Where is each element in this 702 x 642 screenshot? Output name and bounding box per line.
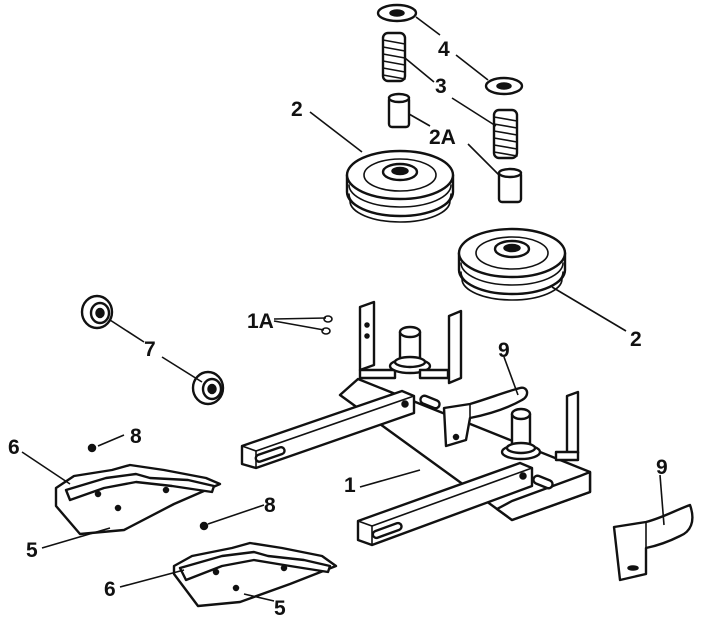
callout-2-lower: 2 [630, 328, 642, 351]
callout-1a: 1A [247, 310, 274, 333]
callout-2a: 2A [429, 126, 456, 149]
callout-6-upper: 6 [8, 436, 20, 459]
leader-lines [21, 16, 665, 602]
clip-1a [321, 315, 333, 335]
clip-spring-9-mounted [442, 386, 529, 448]
bracket-1 [240, 300, 592, 547]
screw-8-lower [199, 521, 209, 531]
callout-2-upper: 2 [291, 98, 303, 121]
callout-5-lower: 5 [274, 597, 286, 620]
washer-4-upper [376, 3, 418, 23]
clip-spring-9-loose [612, 503, 694, 582]
roller-7-left [80, 294, 114, 330]
callout-9-upper: 9 [498, 339, 510, 362]
callout-6-lower: 6 [104, 578, 116, 601]
callout-8-upper: 8 [130, 425, 142, 448]
pulley-2-lower [457, 227, 567, 301]
callout-labels: 4 3 2A 2 2 1A 7 9 9 8 8 1 6 5 6 5 [8, 38, 668, 620]
callout-4: 4 [438, 38, 450, 61]
sleeve-2a-upper [387, 92, 411, 129]
sleeve-2a-lower [497, 167, 523, 204]
pulley-2-upper [345, 149, 455, 223]
callout-8-lower: 8 [264, 494, 276, 517]
spring-3-upper [381, 31, 407, 83]
callout-9-lower: 9 [656, 456, 668, 479]
guide-plate-5-6-lower [172, 541, 338, 608]
callout-1: 1 [344, 474, 356, 497]
screw-8-upper [87, 443, 97, 453]
washer-4-lower [484, 76, 524, 96]
callout-5-upper: 5 [26, 539, 38, 562]
callout-3: 3 [435, 75, 447, 98]
roller-7-right [191, 370, 225, 406]
guide-plate-5-6-upper [54, 463, 222, 536]
spring-3-lower [492, 108, 519, 160]
callout-7: 7 [144, 338, 156, 361]
